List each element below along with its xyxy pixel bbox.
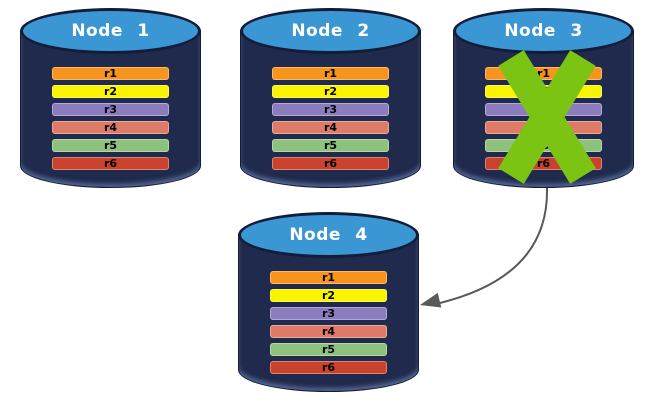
row-bar-r4: r4 <box>270 325 387 338</box>
row-bar-r3: r3 <box>485 103 602 116</box>
node-1-cylinder: Node 1 r1 r2 r3 r4 r5 r6 <box>20 8 201 188</box>
node-4-cylinder: Node 4 r1 r2 r3 r4 r5 r6 <box>238 212 419 392</box>
cylinder-top-ellipse: Node 2 <box>240 8 421 54</box>
node-2-cylinder: Node 2 r1 r2 r3 r4 r5 r6 <box>240 8 421 188</box>
cylinder-top-ellipse: Node 3 <box>453 8 634 54</box>
arrow-head-icon <box>420 292 442 308</box>
row-bar-r5: r5 <box>272 139 389 152</box>
row-bar-r6: r6 <box>270 361 387 374</box>
row-bar-r5: r5 <box>485 139 602 152</box>
row-bar-r4: r4 <box>485 121 602 134</box>
row-bar-r3: r3 <box>52 103 169 116</box>
row-bar-r1: r1 <box>52 67 169 80</box>
row-bar-r4: r4 <box>272 121 389 134</box>
node-label: Node 3 <box>504 21 583 41</box>
row-stack: r1 r2 r3 r4 r5 r6 <box>272 67 389 170</box>
row-bar-r6: r6 <box>485 157 602 170</box>
row-bar-r1: r1 <box>272 67 389 80</box>
row-bar-r1: r1 <box>270 271 387 284</box>
row-bar-r6: r6 <box>52 157 169 170</box>
row-bar-r6: r6 <box>272 157 389 170</box>
node-3-cylinder: Node 3 r1 r2 r3 r4 r5 r6 <box>453 8 634 188</box>
row-bar-r4: r4 <box>52 121 169 134</box>
row-stack: r1 r2 r3 r4 r5 r6 <box>52 67 169 170</box>
row-bar-r5: r5 <box>52 139 169 152</box>
row-stack: r1 r2 r3 r4 r5 r6 <box>485 67 602 170</box>
row-bar-r2: r2 <box>52 85 169 98</box>
arrow-curve <box>439 187 549 304</box>
row-bar-r3: r3 <box>270 307 387 320</box>
cylinder-top-ellipse: Node 1 <box>20 8 201 54</box>
node-label: Node 1 <box>71 21 150 41</box>
row-bar-r2: r2 <box>485 85 602 98</box>
row-bar-r2: r2 <box>272 85 389 98</box>
row-bar-r2: r2 <box>270 289 387 302</box>
node-label: Node 2 <box>291 21 370 41</box>
row-bar-r3: r3 <box>272 103 389 116</box>
row-bar-r5: r5 <box>270 343 387 356</box>
row-bar-r1: r1 <box>485 67 602 80</box>
row-stack: r1 r2 r3 r4 r5 r6 <box>270 271 387 374</box>
cylinder-top-ellipse: Node 4 <box>238 212 419 258</box>
node-label: Node 4 <box>289 225 368 245</box>
